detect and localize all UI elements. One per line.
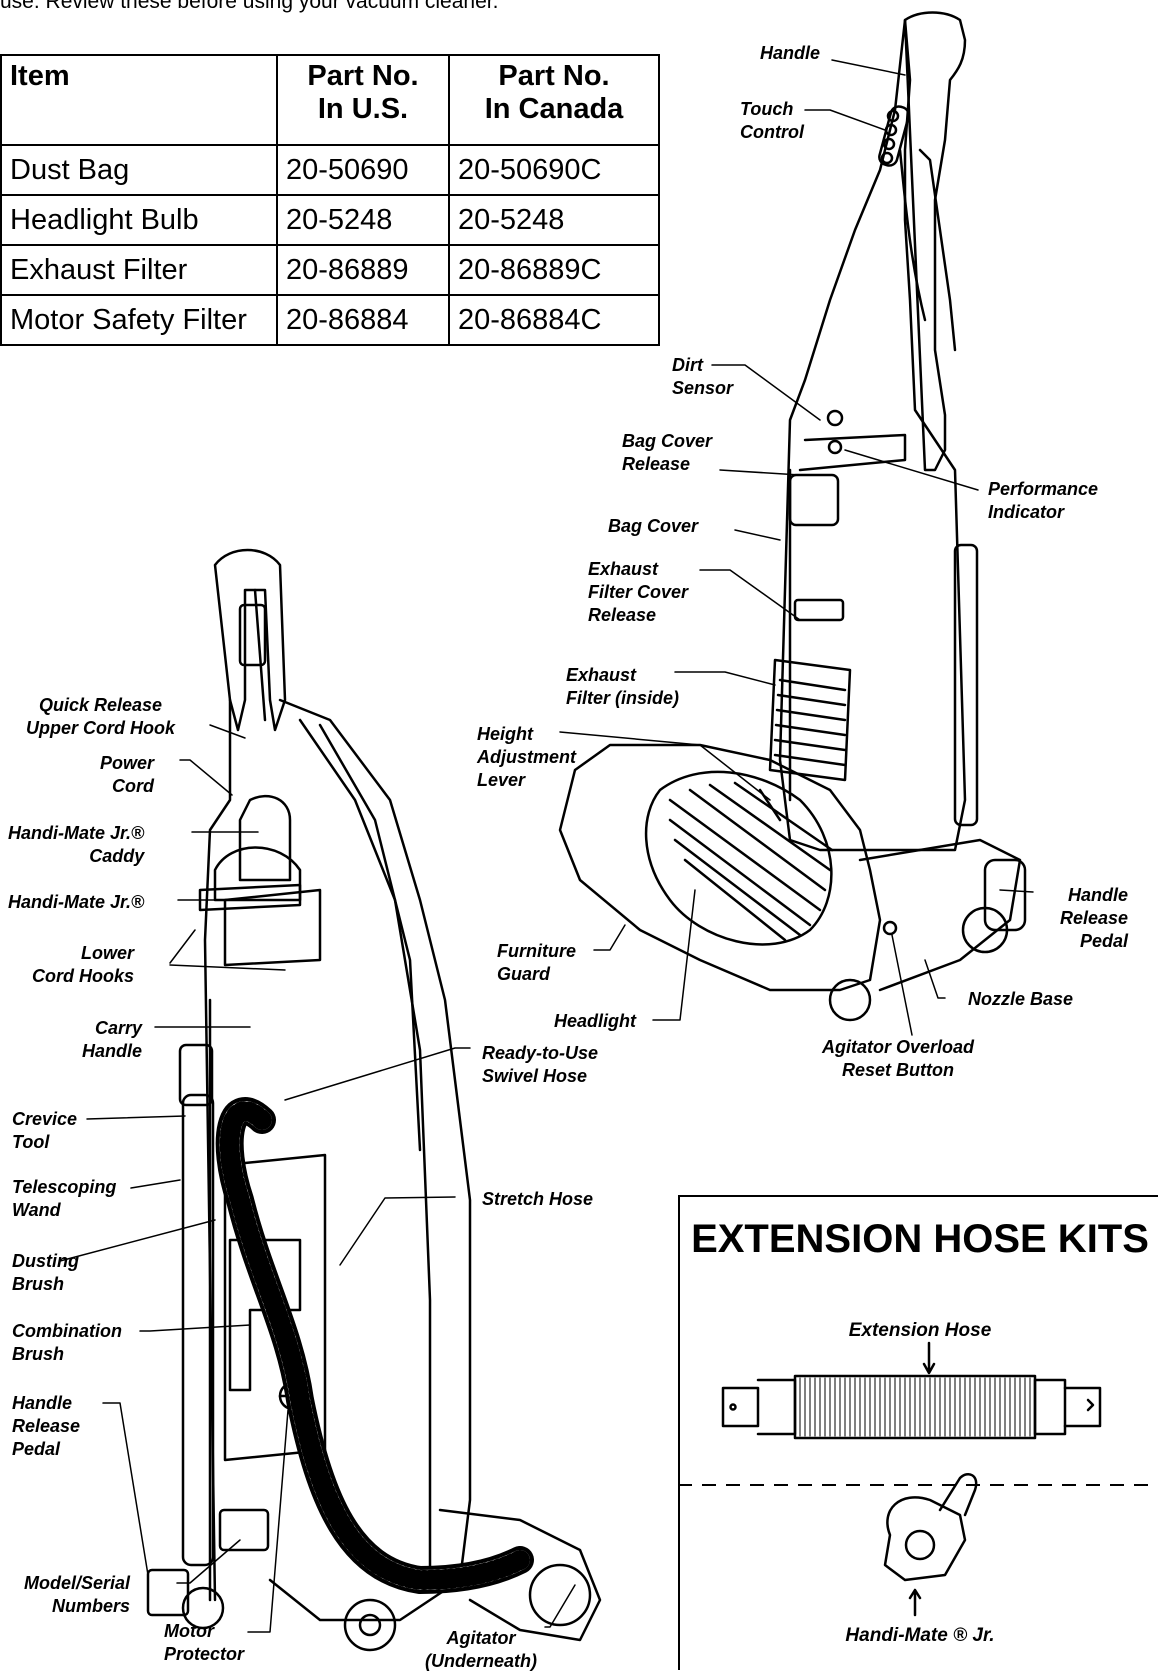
label-touch-control: Touch Control bbox=[740, 98, 804, 144]
label-nozzle-base: Nozzle Base bbox=[968, 988, 1073, 1011]
label-lower-cord-hooks: Lower Cord Hooks bbox=[32, 942, 134, 988]
label-agitator-overload-reset: Agitator Overload Reset Button bbox=[822, 1036, 974, 1082]
label-height-adjustment-lever: Height Adjustment Lever bbox=[477, 723, 576, 792]
label-motor-protector: Motor Protector bbox=[164, 1620, 244, 1666]
label-quick-release-hook: Quick Release Upper Cord Hook bbox=[26, 694, 175, 740]
label-handle-release-pedal-right: Handle Release Pedal bbox=[1060, 884, 1128, 953]
label-power-cord: Power Cord bbox=[100, 752, 154, 798]
label-bag-cover-release: Bag Cover Release bbox=[622, 430, 712, 476]
label-handle-release-pedal-left: Handle Release Pedal bbox=[12, 1392, 80, 1461]
label-stretch-hose: Stretch Hose bbox=[482, 1188, 593, 1211]
label-agitator-underneath: Agitator (Underneath) bbox=[425, 1627, 537, 1673]
left-vacuum-drawing bbox=[148, 550, 600, 1650]
extension-hose-kits-box: EXTENSION HOSE KITS Extension Hose Handi… bbox=[678, 1195, 1158, 1670]
label-combination-brush: Combination Brush bbox=[12, 1320, 122, 1366]
label-crevice-tool: Crevice Tool bbox=[12, 1108, 77, 1154]
label-performance-indicator: Performance Indicator bbox=[988, 478, 1098, 524]
label-handimate: Handi-Mate Jr.® bbox=[8, 891, 144, 914]
label-ready-to-use-hose: Ready-to-Use Swivel Hose bbox=[482, 1042, 598, 1088]
label-handimate-jr: Handi-Mate ® Jr. bbox=[680, 1625, 1158, 1647]
label-exhaust-filter-inside: Exhaust Filter (inside) bbox=[566, 664, 679, 710]
label-carry-handle: Carry Handle bbox=[82, 1017, 142, 1063]
label-dirt-sensor: Dirt Sensor bbox=[672, 354, 733, 400]
label-handimate-caddy: Handi-Mate Jr.® Caddy bbox=[8, 822, 144, 868]
label-extension-hose: Extension Hose bbox=[680, 1320, 1158, 1342]
label-exhaust-filter-cover-release: Exhaust Filter Cover Release bbox=[588, 558, 688, 627]
label-handle: Handle bbox=[760, 42, 820, 65]
right-leader-lines bbox=[560, 60, 1033, 1035]
label-headlight: Headlight bbox=[554, 1010, 636, 1033]
kits-title: EXTENSION HOSE KITS bbox=[680, 1217, 1158, 1262]
label-furniture-guard: Furniture Guard bbox=[497, 940, 576, 986]
label-telescoping-wand: Telescoping Wand bbox=[12, 1176, 116, 1222]
label-model-serial: Model/Serial Numbers bbox=[24, 1572, 130, 1618]
label-dusting-brush: Dusting Brush bbox=[12, 1250, 79, 1296]
label-bag-cover: Bag Cover bbox=[608, 515, 698, 538]
